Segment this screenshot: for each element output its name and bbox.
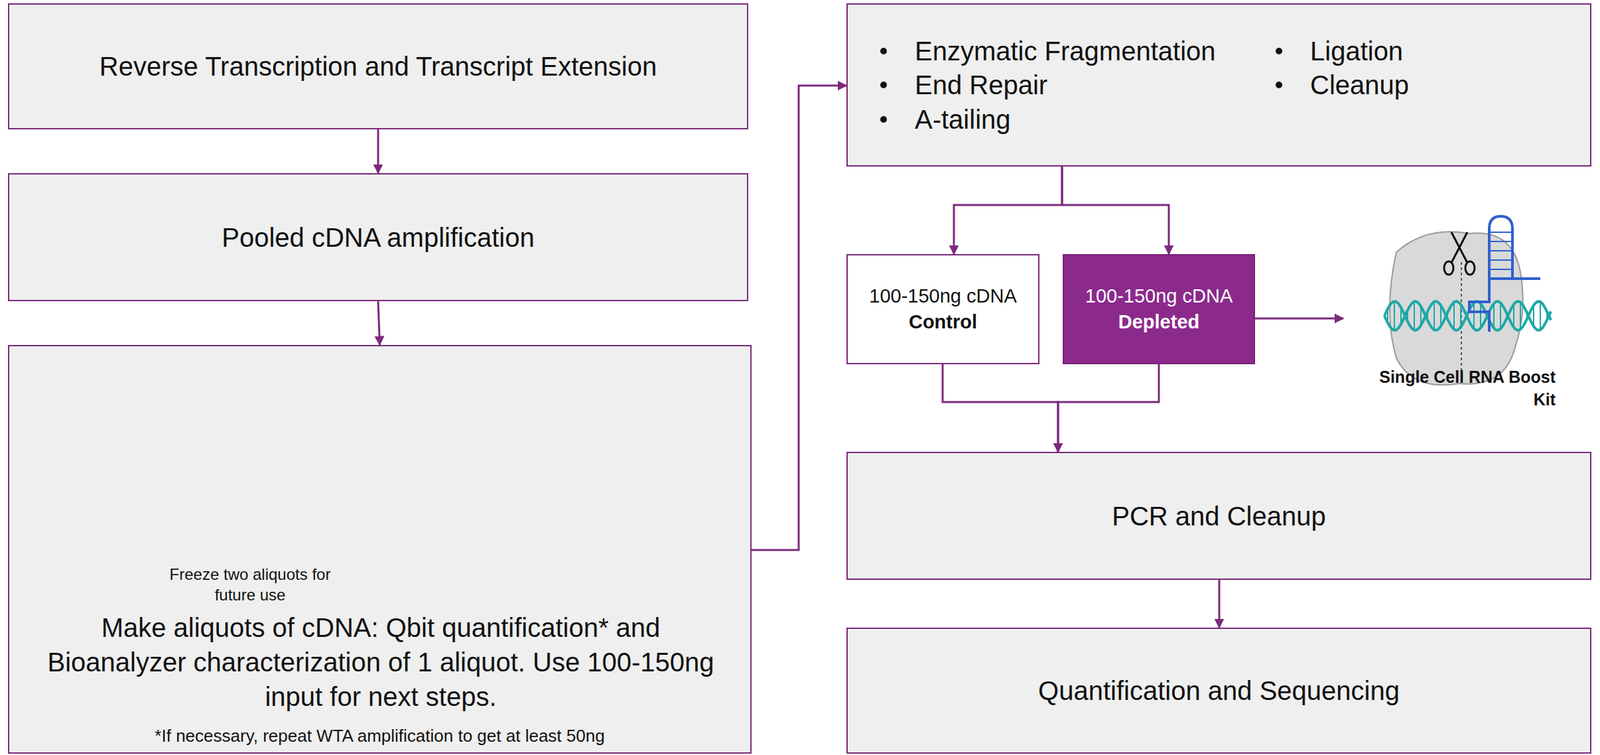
dna-helix xyxy=(1384,301,1551,331)
flow-arrow xyxy=(953,166,1063,255)
box-text: PCR and Cleanup xyxy=(1105,498,1333,534)
guide-rna xyxy=(1469,278,1541,332)
box-text: Reverse Transcription and Transcript Ext… xyxy=(92,48,664,85)
process-box: Make aliquots of cDNA: Qbit quantificati… xyxy=(7,344,752,754)
box-text: 100-150ng cDNA xyxy=(862,283,1023,310)
rna-rungs xyxy=(1489,232,1513,270)
flow-arrow xyxy=(1058,364,1159,452)
process-box: Enzymatic FragmentationEnd RepairA-taili… xyxy=(846,3,1592,167)
process-box: Pooled cDNA amplification xyxy=(7,173,749,302)
flow-arrow xyxy=(1218,579,1221,628)
box-text: A-tailing xyxy=(914,103,1011,136)
flow-arrow xyxy=(1062,166,1169,255)
box-text: Control xyxy=(902,309,984,335)
flow-arrow xyxy=(377,129,380,174)
box-text: Make aliquots of cDNA: Qbit quantificati… xyxy=(29,610,733,714)
scissors-icon xyxy=(1444,232,1475,275)
process-box: 100-150ng cDNAControl xyxy=(846,254,1040,365)
box-text: Ligation xyxy=(1310,35,1403,67)
box-text: End Repair xyxy=(914,68,1048,101)
box-text: 100-150ng cDNA xyxy=(1078,283,1240,310)
box-text: *If necessary, repeat WTA amplification … xyxy=(9,725,751,747)
process-box: Quantification and Sequencing xyxy=(846,627,1592,754)
box-text: Enzymatic Fragmentation xyxy=(914,35,1216,67)
flow-arrow xyxy=(751,85,847,550)
box-text: Pooled cDNA amplification xyxy=(214,219,541,256)
kit-label: Single Cell RNA Boost Kit xyxy=(1353,366,1556,412)
flow-arrow xyxy=(942,364,1059,452)
box-text: Depleted xyxy=(1111,309,1206,335)
process-box: 100-150ng cDNADepleted xyxy=(1062,254,1256,365)
cut-line xyxy=(1460,262,1463,372)
note-label: Freeze two aliquots for future use xyxy=(150,563,350,605)
process-box: PCR and Cleanup xyxy=(846,451,1592,580)
box-text: Cleanup xyxy=(1310,68,1409,101)
process-box: Reverse Transcription and Transcript Ext… xyxy=(7,3,749,130)
arrow-to-kit xyxy=(1255,317,1344,320)
box-text: Quantification and Sequencing xyxy=(1031,672,1407,709)
flow-arrow xyxy=(378,301,381,345)
guide-rna-loop xyxy=(1489,216,1513,279)
